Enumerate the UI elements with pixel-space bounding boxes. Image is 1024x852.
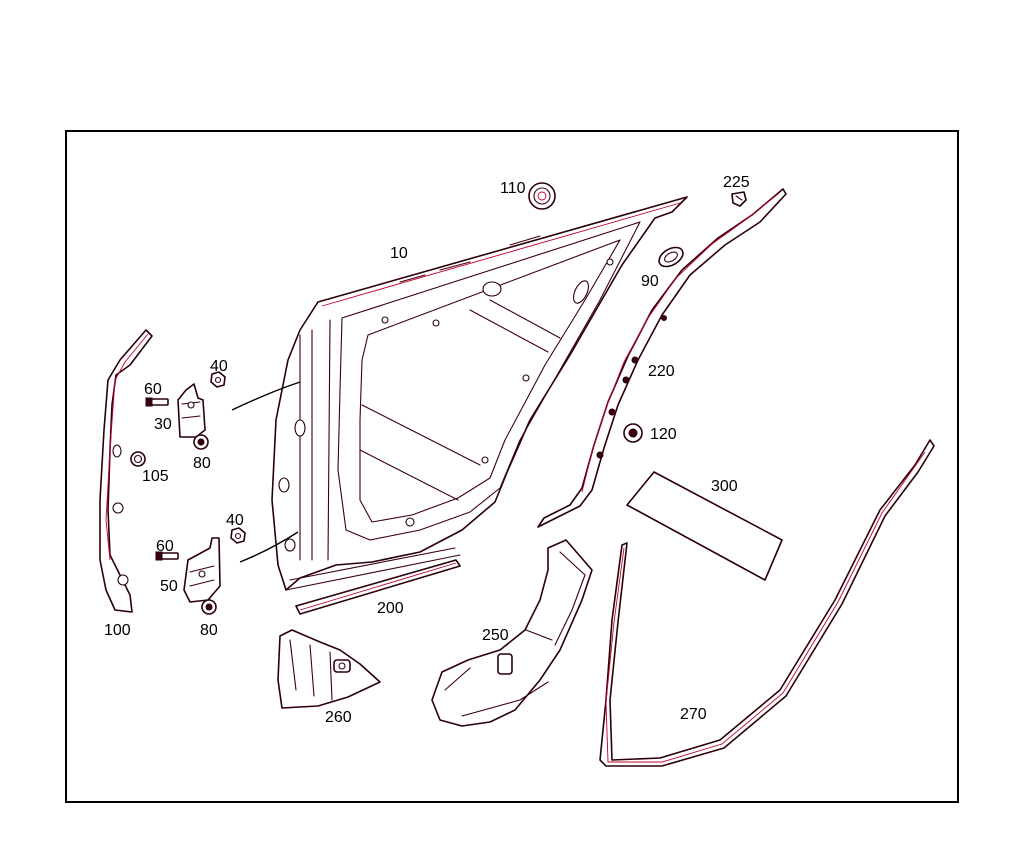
callout-60-lower: 60 — [156, 538, 174, 555]
callout-40-upper: 40 — [210, 358, 228, 375]
callout-80-upper: 80 — [193, 455, 211, 472]
part-200-sill-seal[interactable] — [295, 559, 461, 615]
callout-50: 50 — [160, 578, 178, 595]
part-100-seal-strip[interactable] — [99, 329, 153, 613]
callout-80-lower: 80 — [200, 622, 218, 639]
part-120-grommet[interactable] — [623, 423, 643, 443]
callout-10: 10 — [390, 245, 408, 262]
part-80-nut-lower[interactable] — [201, 599, 217, 615]
callout-100: 100 — [104, 622, 131, 639]
part-270-outer-seal[interactable] — [599, 439, 935, 767]
callout-220: 220 — [648, 363, 675, 380]
part-40-nut-lower[interactable] — [230, 527, 246, 544]
callout-270: 270 — [680, 706, 707, 723]
part-40-nut-upper[interactable] — [210, 371, 226, 388]
callout-90: 90 — [641, 273, 659, 290]
part-50-lower-hinge[interactable] — [183, 537, 221, 603]
part-220-frame-seal[interactable] — [537, 188, 787, 528]
callout-200: 200 — [377, 600, 404, 617]
callout-105: 105 — [142, 468, 169, 485]
callout-110: 110 — [500, 180, 526, 197]
part-300-foil[interactable] — [626, 471, 783, 581]
part-30-upper-hinge[interactable] — [177, 383, 206, 438]
part-250-trim-panel[interactable] — [431, 539, 593, 727]
diagram-frame — [65, 130, 959, 803]
callout-250: 250 — [482, 627, 509, 644]
part-105-grommet[interactable] — [130, 451, 146, 467]
lead-line-lower-hinge — [239, 531, 299, 563]
lead-line-upper-hinge — [231, 381, 301, 411]
callout-260: 260 — [325, 709, 352, 726]
part-60-bolt-upper[interactable] — [145, 397, 169, 407]
callout-225: 225 — [723, 174, 750, 191]
part-80-nut-upper[interactable] — [193, 434, 209, 450]
callout-30: 30 — [154, 416, 172, 433]
part-225-clip[interactable] — [731, 191, 747, 207]
callout-60-upper: 60 — [144, 381, 162, 398]
part-110-grommet[interactable] — [528, 182, 556, 210]
callout-120: 120 — [650, 426, 677, 443]
part-10-door-shell[interactable] — [271, 196, 688, 591]
part-60-bolt-lower[interactable] — [155, 551, 179, 561]
part-260-bracket[interactable] — [277, 629, 381, 709]
callout-300: 300 — [711, 478, 738, 495]
callout-40-lower: 40 — [226, 512, 244, 529]
